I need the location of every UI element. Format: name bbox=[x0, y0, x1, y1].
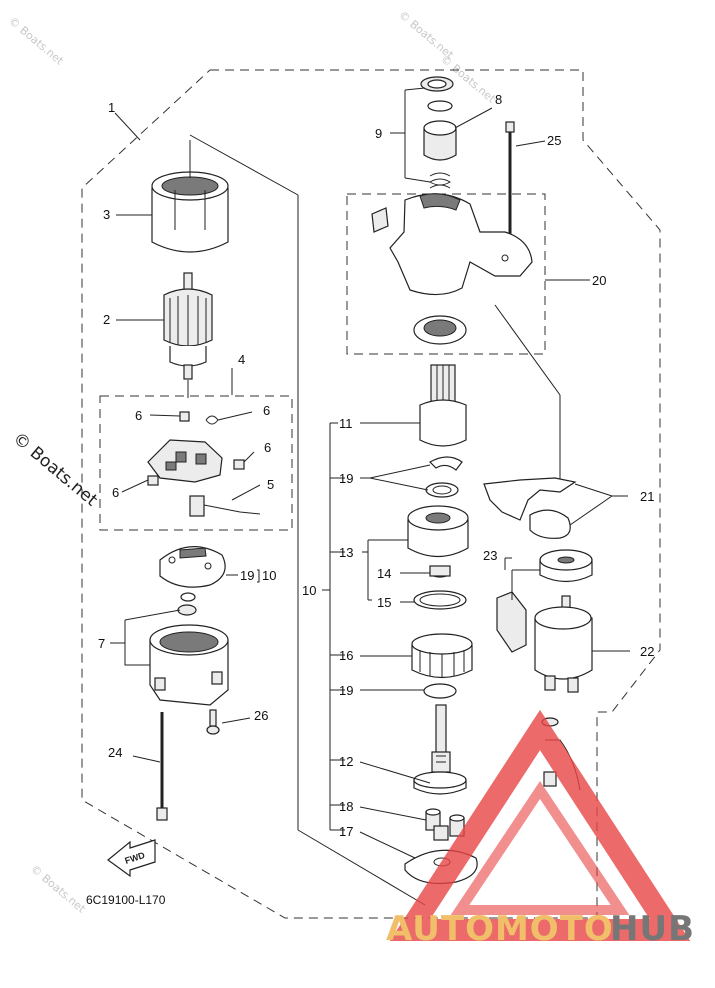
leader-6c bbox=[243, 451, 255, 463]
part-2-armature bbox=[163, 272, 213, 380]
part-19-plate-left bbox=[159, 546, 226, 588]
part-14-bushing bbox=[429, 565, 451, 578]
part-9-pinion-kit bbox=[420, 76, 457, 189]
brand-text-secondary: HUB bbox=[610, 909, 695, 949]
leader-7-bracket bbox=[124, 609, 181, 666]
part-22-solenoid bbox=[534, 595, 593, 693]
callout-23: 23 bbox=[483, 548, 497, 563]
bracket-19-10 bbox=[257, 569, 260, 583]
part-4-brush-holder bbox=[147, 411, 245, 486]
leader-25 bbox=[515, 140, 546, 147]
callout-19-upper: 19 bbox=[339, 471, 353, 486]
part-18-planet-gears bbox=[425, 808, 465, 841]
leader-21 bbox=[569, 483, 628, 526]
callout-16: 16 bbox=[339, 648, 353, 663]
callout-13: 13 bbox=[339, 545, 353, 560]
callout-25: 25 bbox=[547, 133, 561, 148]
leader-23 bbox=[504, 557, 540, 600]
part-19-washer-lower bbox=[423, 683, 457, 699]
callout-4: 4 bbox=[238, 352, 245, 367]
assembly-4-boundary bbox=[99, 395, 293, 531]
watermark-text: © Boats.net bbox=[28, 862, 88, 916]
part-20-front-bracket bbox=[371, 193, 533, 345]
callout-18: 18 bbox=[339, 799, 353, 814]
callout-22: 22 bbox=[640, 644, 654, 659]
callout-20: 20 bbox=[592, 273, 606, 288]
callout-1: 1 bbox=[108, 100, 115, 115]
callout-6a: 6 bbox=[135, 408, 142, 423]
callout-10-left: 10 bbox=[262, 568, 276, 583]
callout-19-left: 19 bbox=[240, 568, 254, 583]
part-19-clip-washer bbox=[425, 456, 463, 498]
part-26-screw bbox=[206, 709, 220, 735]
part-16-ring-gear bbox=[411, 633, 473, 679]
callout-6c: 6 bbox=[264, 440, 271, 455]
leader-17 bbox=[359, 831, 416, 859]
callout-6b: 6 bbox=[263, 403, 270, 418]
callout-24: 24 bbox=[108, 745, 122, 760]
brand-text-primary: AUTOMOTO bbox=[386, 909, 614, 949]
part-21-shift-lever bbox=[483, 477, 577, 539]
callout-15: 15 bbox=[377, 595, 391, 610]
leader-12 bbox=[359, 761, 431, 784]
part-24-through-bolt bbox=[156, 712, 168, 821]
leader-13-bracket bbox=[362, 539, 408, 601]
callout-10-center: 10 bbox=[302, 583, 316, 598]
callout-19-lower: 19 bbox=[339, 683, 353, 698]
leader-1-axis bbox=[297, 829, 426, 906]
part-11-clutch-shaft bbox=[419, 364, 467, 447]
callout-7: 7 bbox=[98, 636, 105, 651]
callout-labels: 1 2 3 4 5 6 6 6 6 7 8 9 19 10 10 11 12 1… bbox=[98, 92, 654, 839]
part-15-packing bbox=[413, 590, 467, 610]
callout-17: 17 bbox=[339, 824, 353, 839]
part-3-yoke bbox=[151, 140, 229, 253]
forward-arrow-icon: FWD bbox=[107, 839, 156, 878]
leader-26 bbox=[221, 717, 251, 724]
leader-19-upper bbox=[360, 464, 431, 491]
assembly-1-boundary bbox=[81, 69, 661, 919]
leader-8 bbox=[454, 107, 493, 129]
automotohub-logo: AUTOMOTO HUB bbox=[386, 709, 695, 949]
callout-2: 2 bbox=[103, 312, 110, 327]
part-5-brush-lead bbox=[189, 495, 261, 517]
callout-12: 12 bbox=[339, 754, 353, 769]
assembly-20-boundary bbox=[346, 193, 546, 355]
watermark-text: © Boats.net bbox=[9, 429, 102, 511]
part-13-internal-gear-housing bbox=[407, 505, 469, 557]
leader-5 bbox=[231, 484, 261, 501]
part-12-planet-carrier-shaft bbox=[413, 704, 467, 795]
callout-14: 14 bbox=[377, 566, 391, 581]
callout-5: 5 bbox=[267, 477, 274, 492]
part-25-bolt bbox=[505, 121, 515, 240]
callout-21: 21 bbox=[640, 489, 654, 504]
leader-1 bbox=[114, 112, 141, 141]
part-7-end-cover bbox=[149, 604, 229, 706]
callout-11: 11 bbox=[339, 416, 353, 431]
leader-20-axis bbox=[494, 304, 561, 396]
leader-1-axis bbox=[189, 134, 299, 196]
part-23-switch-parts bbox=[496, 549, 593, 653]
leader-6b bbox=[217, 411, 253, 421]
diagram-code: 6C19100-L170 bbox=[86, 893, 166, 907]
callout-26: 26 bbox=[254, 708, 268, 723]
callout-9: 9 bbox=[375, 126, 382, 141]
leader-9-bracket bbox=[390, 87, 431, 183]
leader-6a bbox=[149, 414, 181, 417]
leader-6d bbox=[121, 479, 149, 493]
watermark-text: © Boats.net bbox=[6, 14, 66, 68]
leader-24 bbox=[132, 755, 161, 763]
leader-18 bbox=[359, 806, 427, 821]
callout-8: 8 bbox=[495, 92, 502, 107]
small-washer bbox=[180, 592, 196, 602]
leader-10-bracket bbox=[329, 422, 345, 831]
callout-3: 3 bbox=[103, 207, 110, 222]
callout-6d: 6 bbox=[112, 485, 119, 500]
